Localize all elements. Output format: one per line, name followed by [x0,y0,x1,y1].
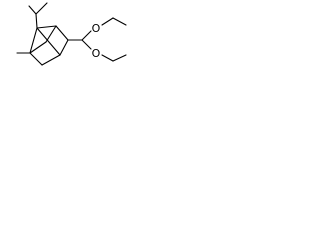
bond-o-lower-to-ch2 [101,54,114,62]
bond-ring-top [36,25,57,29]
bond-lines [16,2,127,66]
bond-ring-right-down [59,39,69,56]
bond-acetal-to-o-upper [81,30,92,41]
bond-bridge-inner-right [45,25,57,43]
atom-labels: O O [92,22,101,60]
bond-acetal-to-o-lower [81,39,92,50]
bond-ring-left [29,27,38,54]
bond-ring-upper-right [55,25,69,41]
bond-isopropyl-methyl-left [28,5,37,15]
bond-isopropyl-methyl-right [35,2,48,15]
bond-o-upper-to-ch2 [101,17,114,26]
bond-lower-ethyl [112,54,127,62]
bond-ring-lower-left [29,52,43,66]
oxygen-atom-upper: O [92,22,101,35]
oxygen-atom-lower: O [92,47,101,60]
bond-bridge-inner-left [29,41,47,54]
bond-upper-ethyl [112,17,127,26]
bond-ring-bottom [41,54,61,66]
bond-isopropyl-to-ring [35,13,38,29]
chemical-structure-diagram: O O [16,2,127,66]
bond-bridge-diagonal [36,27,61,56]
